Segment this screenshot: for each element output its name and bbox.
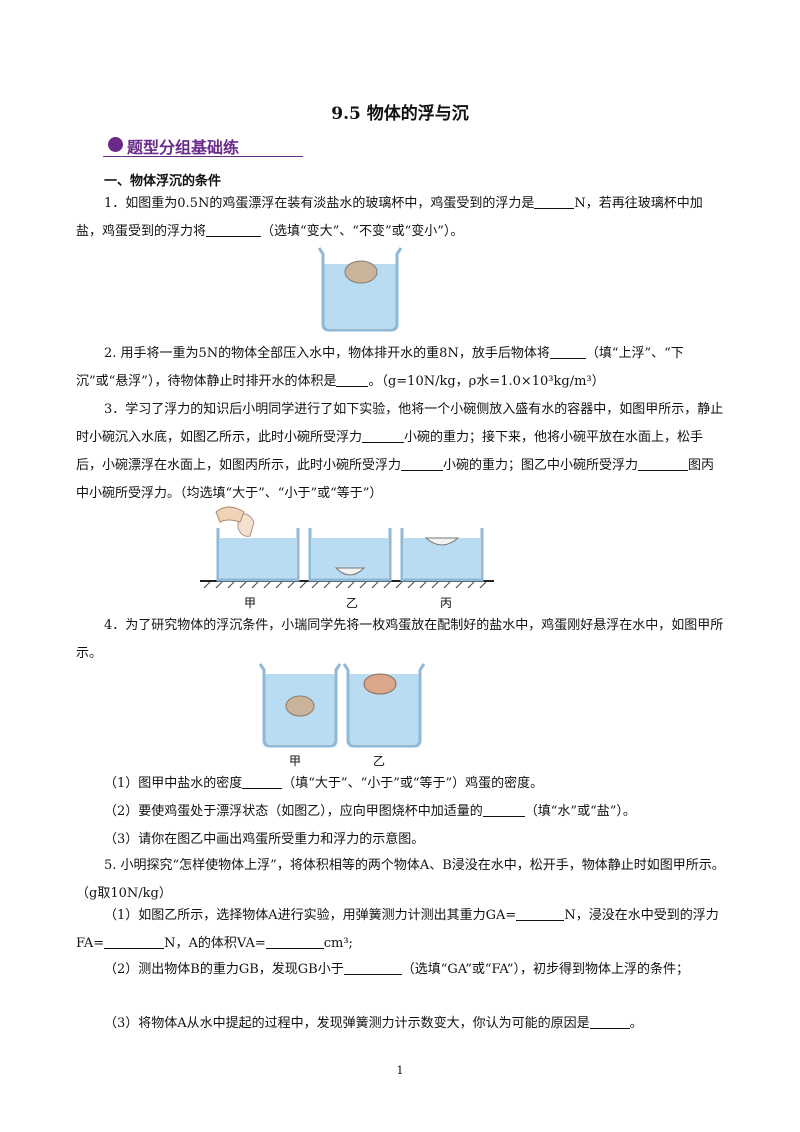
blank[interactable] <box>336 372 369 387</box>
egg <box>344 260 378 284</box>
question-4: 4．为了研究物体的浮沉条件，小瑞同学先将一枚鸡蛋放在配制好的盐水中，鸡蛋刚好悬浮… <box>76 618 724 661</box>
blank[interactable] <box>482 802 525 817</box>
egg-floating <box>363 673 397 695</box>
page-title: 9.5 物体的浮与沉 <box>331 104 469 124</box>
bowl-sunk <box>334 567 366 576</box>
blank[interactable] <box>242 774 283 789</box>
fig-label-yi: 乙 <box>346 596 359 610</box>
question-5: 5. 小明探究“怎样使物体上浮”，将体积相等的两个物体A、B浸没在水中，松开手，… <box>76 858 725 901</box>
page-number: 1 <box>396 1064 404 1077</box>
section-badge: 题型分组基础练 <box>103 134 303 158</box>
question-3: 3．学习了浮力的知识后小明同学进行了如下实验，他将一个小碗侧放入盛有水的容器中，… <box>76 402 724 501</box>
section-badge-underline <box>103 156 303 157</box>
figure-egg-salt-water <box>258 663 426 748</box>
bullet-dot-icon <box>108 137 123 152</box>
heading-floating-conditions: 一、物体浮沉的条件 <box>104 174 222 189</box>
blank[interactable] <box>362 428 405 443</box>
blank[interactable] <box>401 456 444 471</box>
blank[interactable] <box>549 344 586 359</box>
egg-suspended <box>285 695 315 717</box>
fig-label-jia: 甲 <box>244 596 257 610</box>
figure-bowl-experiment <box>200 506 494 589</box>
section-badge-label: 题型分组基础练 <box>127 138 240 157</box>
blank[interactable] <box>206 222 262 237</box>
fig-label-bing: 丙 <box>440 596 453 610</box>
blank[interactable] <box>104 934 165 949</box>
blank[interactable] <box>516 906 565 921</box>
blank[interactable] <box>265 934 324 949</box>
fig-label-yi: 乙 <box>373 754 386 768</box>
blank[interactable] <box>343 960 402 975</box>
question-5-part-2: （2）测出物体B的重力GB，发现GB小于（选填“GA”或“FA”），初步得到物体… <box>104 960 690 977</box>
question-4-part-2: （2）要使鸡蛋处于漂浮状态（如图乙），应向甲图烧杯中加适量的（填“水”或“盐”）… <box>104 802 636 819</box>
question-4-part-3: （3）请你在图乙中画出鸡蛋所受重力和浮力的示意图。 <box>104 832 425 847</box>
question-5-part-1: （1）如图乙所示，选择物体A进行实验，用弹簧测力计测出其重力GA=N，浸没在水中… <box>76 906 719 951</box>
question-5-part-3: （3）将物体A从水中提起的过程中，发现弹簧测力计示数变大，你认为可能的原因是。 <box>104 1014 643 1031</box>
fig-label-jia: 甲 <box>289 754 302 768</box>
blank[interactable] <box>589 1014 630 1029</box>
blank[interactable] <box>638 456 689 471</box>
question-4-part-1: （1）图甲中盐水的密度（填“大于”、“小于”或“等于”）鸡蛋的密度。 <box>104 774 544 791</box>
bowl-floating <box>424 537 460 546</box>
figure-egg-beaker <box>317 247 403 332</box>
question-2: 2. 用手将一重为5N的物体全部压入水中，物体排开水的重8N，放手后物体将（填“… <box>76 344 684 389</box>
blank[interactable] <box>534 194 575 209</box>
